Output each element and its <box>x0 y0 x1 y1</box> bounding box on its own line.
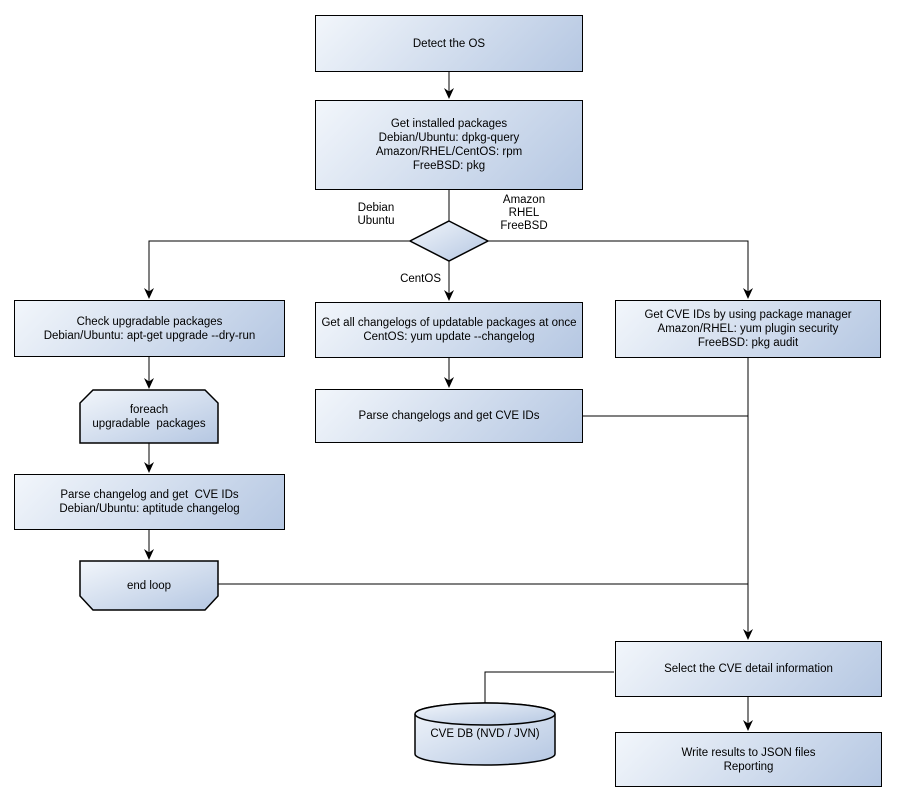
cve-db-label: CVE DB (NVD / JVN) <box>430 728 540 740</box>
shapes <box>79 220 556 766</box>
node-get-all-changelogs: Get all changelogs of updatable packages… <box>315 302 583 358</box>
edge-decision-to-get-cve-ids <box>488 240 753 299</box>
connectors <box>144 72 753 731</box>
edge-cvedb-to-select <box>484 671 614 703</box>
edge-label-amazon-rhel-freebsd: Amazon RHEL FreeBSD <box>500 194 548 232</box>
node-check-upgradable-packages: Check upgradable packages Debian/Ubuntu:… <box>14 300 285 357</box>
node-parse-changelog-get-cve-ids: Parse changelog and get CVE IDs Debian/U… <box>14 474 285 530</box>
node-parse-changelogs-get-cve-ids: Parse changelogs and get CVE IDs <box>315 389 583 443</box>
cve-db-cylinder-top <box>414 702 556 726</box>
foreach-loop-shape <box>79 389 219 444</box>
edge-decision-to-check-upgradable <box>144 240 410 299</box>
end-loop-shape <box>79 560 219 611</box>
node-select-cve-detail: Select the CVE detail information <box>615 641 882 697</box>
node-write-results: Write results to JSON files Reporting <box>615 732 882 787</box>
node-get-installed-packages: Get installed packages Debian/Ubuntu: dp… <box>315 100 583 190</box>
end-loop-label: end loop <box>126 579 172 592</box>
edge-label-centos: CentOS <box>400 273 441 285</box>
node-get-cve-ids-package-manager: Get CVE IDs by using package manager Ama… <box>615 300 881 358</box>
node-detect-os: Detect the OS <box>315 15 583 72</box>
os-decision-diamond <box>408 220 490 262</box>
foreach-loop-label: foreach upgradable packages <box>92 403 206 430</box>
edge-label-debian-ubuntu: Debian Ubuntu <box>357 202 395 227</box>
